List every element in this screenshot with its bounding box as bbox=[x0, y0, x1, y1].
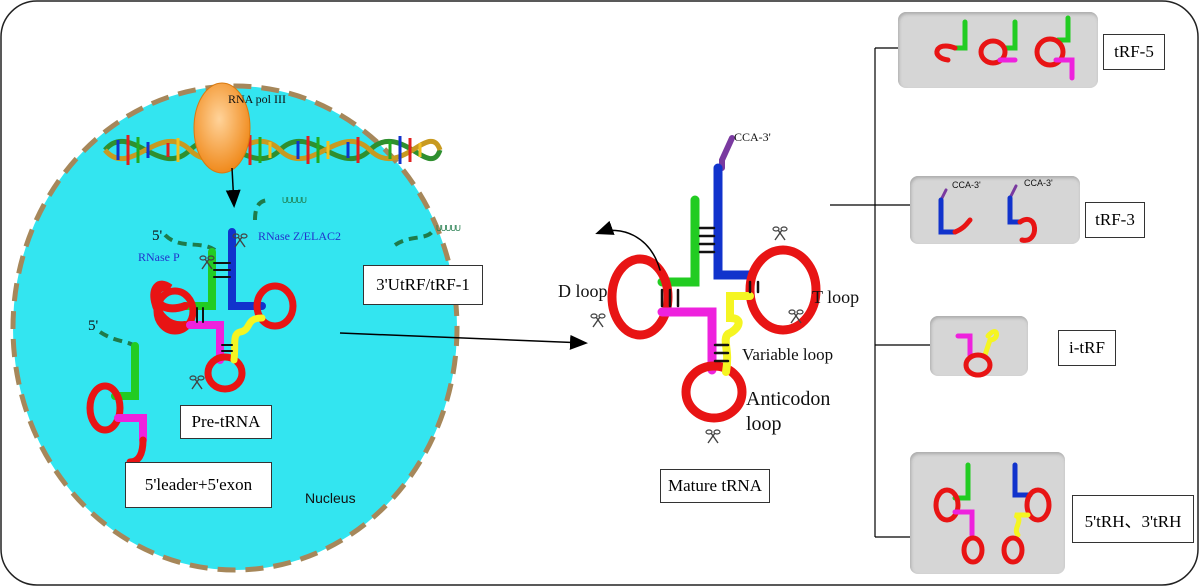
classification-bracket bbox=[830, 47, 930, 538]
five-prime-label-a: 5' bbox=[152, 228, 163, 244]
anticodon-label-line2: loop bbox=[746, 413, 782, 435]
dna-helix bbox=[103, 135, 443, 165]
poly-u-label-a: UUUUU bbox=[282, 196, 307, 205]
anticodon-label-line1: Anticodon bbox=[746, 388, 831, 410]
trf3-label-box: tRF-3 bbox=[1085, 202, 1145, 238]
poly-u-label-b: UUUUU bbox=[436, 224, 461, 233]
t-loop-label: T loop bbox=[812, 287, 860, 307]
leader-exon-structure bbox=[86, 342, 147, 466]
five-prime-leader-strand bbox=[163, 233, 217, 252]
trf3-panel bbox=[910, 176, 1080, 244]
utrf-label-box: 3'UtRF/tRF-1 bbox=[363, 265, 483, 305]
transcription-arrow bbox=[225, 167, 241, 208]
trailer-strand-b bbox=[393, 230, 434, 247]
trh-label-box: 5'tRH、3'tRH bbox=[1072, 495, 1194, 543]
itrf-label-box: i-tRF bbox=[1058, 330, 1116, 366]
rnase-z-label: RNase Z/ELAC2 bbox=[258, 229, 341, 243]
rnase-p-label: RNase P bbox=[138, 250, 180, 264]
five-prime-label-b: 5' bbox=[88, 318, 99, 334]
trh-panel bbox=[910, 452, 1065, 574]
polymerase-label: RNA pol III bbox=[228, 92, 286, 106]
d-loop-label: D loop bbox=[558, 281, 608, 301]
mature-trna-structure bbox=[595, 135, 821, 423]
nucleus-label: Nucleus bbox=[305, 490, 356, 506]
pre-trna-structure bbox=[150, 228, 297, 393]
trf3-cca-label-b: CCA-3' bbox=[1024, 178, 1053, 188]
trf3-cca-label-a: CCA-3' bbox=[952, 180, 981, 190]
trailer-strand-a bbox=[253, 198, 271, 221]
cca-label: CCA-3' bbox=[734, 130, 771, 144]
maturation-arrow bbox=[339, 332, 588, 350]
trf5-panel bbox=[898, 12, 1098, 88]
nucleus-circle bbox=[10, 83, 460, 573]
variable-loop-label: Variable loop bbox=[742, 345, 834, 364]
mature-trna-label-box: Mature tRNA bbox=[660, 469, 770, 503]
leader-exon-label-box: 5'leader+5'exon bbox=[125, 462, 272, 508]
polymerase-shape bbox=[193, 82, 251, 174]
trf5-label-box: tRF-5 bbox=[1103, 34, 1165, 70]
pre-trna-label-box: Pre-tRNA bbox=[180, 405, 272, 439]
itrf-panel bbox=[930, 316, 1028, 376]
